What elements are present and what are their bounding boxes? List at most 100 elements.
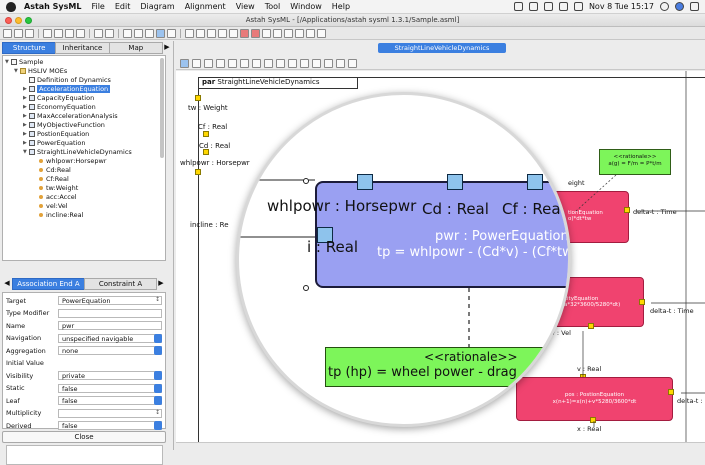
property-dropdown[interactable]: unspecified navigable	[58, 333, 162, 343]
block-port[interactable]	[639, 299, 645, 305]
tree-item[interactable]: ▶PowerEquation	[23, 139, 85, 147]
rationale-note[interactable]: <<rationale>> tp (hp) = wheel power - dr…	[325, 347, 568, 387]
tab-scroll-right-icon[interactable]: ▶	[164, 43, 170, 51]
minimize-window-button[interactable]	[15, 17, 22, 24]
connector-tool-icon[interactable]	[264, 58, 273, 68]
param-port[interactable]	[195, 95, 201, 101]
expand-toggle-icon[interactable]: ▼	[5, 59, 9, 65]
volume-icon[interactable]	[558, 2, 568, 11]
tree-item[interactable]: tw:Weight	[32, 184, 78, 192]
tree-item[interactable]: incline:Real	[32, 211, 83, 219]
line-style-icon[interactable]	[262, 28, 271, 38]
style-icon[interactable]	[229, 28, 238, 38]
wifi-icon[interactable]	[543, 2, 553, 11]
format-icon[interactable]	[306, 28, 315, 38]
tab-inheritance[interactable]: Inheritance	[55, 42, 110, 54]
cd-port[interactable]	[447, 174, 463, 190]
part-tool-icon[interactable]	[216, 58, 225, 68]
new-icon[interactable]	[3, 28, 12, 38]
pen-tool-icon[interactable]	[336, 58, 345, 68]
tree-item[interactable]: ▶PostionEquation	[23, 130, 89, 138]
tree-item[interactable]: ▼StraightLineVehicleDynamics	[23, 148, 132, 156]
clock[interactable]: Nov 8 Tue 15:17	[588, 2, 654, 11]
property-input[interactable]: pwr	[58, 321, 162, 330]
distribute-icon[interactable]	[207, 28, 216, 38]
menu-window[interactable]: Window	[290, 2, 322, 11]
tree-item[interactable]: ▶MyObjectiveFunction	[23, 121, 105, 129]
param-port[interactable]	[203, 131, 209, 137]
connector-icon[interactable]	[317, 28, 326, 38]
zoom-window-button[interactable]	[25, 17, 32, 24]
save-icon[interactable]	[25, 28, 34, 38]
pan-tool-icon[interactable]	[192, 58, 201, 68]
tree-item[interactable]: acc:Accel	[32, 193, 77, 201]
property-dropdown[interactable]	[58, 408, 162, 418]
arrange-icon[interactable]	[284, 28, 293, 38]
paste-icon[interactable]	[65, 28, 74, 38]
block-port[interactable]	[668, 389, 674, 395]
block-port[interactable]	[590, 417, 596, 423]
text-tool-icon[interactable]	[276, 58, 285, 68]
tree-item[interactable]: Cf:Real	[32, 175, 69, 183]
property-dropdown[interactable]: false	[58, 396, 162, 405]
expand-toggle-icon[interactable]: ▶	[23, 104, 27, 110]
expand-toggle-icon[interactable]: ▶	[23, 122, 27, 128]
select-tool-icon[interactable]	[180, 58, 189, 68]
expand-toggle-icon[interactable]: ▶	[23, 131, 27, 137]
expand-toggle-icon[interactable]: ▶	[23, 113, 27, 119]
search-icon[interactable]	[660, 2, 669, 11]
delete-icon[interactable]	[76, 28, 85, 38]
tree-item[interactable]: ▶MaxAccelerationAnalysis	[23, 112, 118, 120]
tree-scrollbar[interactable]	[160, 58, 164, 158]
block-tool-icon[interactable]	[204, 58, 213, 68]
tree-item[interactable]: ▶CapacityEquation	[23, 94, 94, 102]
tree-item[interactable]: ▼HSLIV MOEs	[14, 67, 67, 75]
align-icon[interactable]	[196, 28, 205, 38]
menu-help[interactable]: Help	[331, 2, 351, 11]
siri-icon[interactable]	[675, 2, 684, 11]
menu-file[interactable]: File	[91, 2, 105, 11]
property-dropdown[interactable]: false	[58, 421, 162, 430]
power-equation-block[interactable]: whlpowr : Horsepwr Cd : Real Cf : Real i…	[267, 174, 568, 288]
line-tool-icon[interactable]	[300, 58, 309, 68]
menu-view[interactable]: View	[235, 2, 255, 11]
close-window-button[interactable]	[5, 17, 12, 24]
block-port[interactable]	[624, 207, 630, 213]
menu-diagram[interactable]: Diagram	[140, 2, 175, 11]
property-dropdown[interactable]: PowerEquation	[58, 296, 162, 305]
constraint-tool-icon[interactable]	[228, 58, 237, 68]
tree-item[interactable]: Definition of Dynamics	[23, 76, 111, 84]
menu-tool[interactable]: Tool	[264, 2, 281, 11]
fill-color-icon[interactable]	[240, 28, 249, 38]
cut-icon[interactable]	[43, 28, 52, 38]
list-icon[interactable]	[690, 2, 699, 11]
tree-item[interactable]: whlpowr:Horsepwr	[32, 157, 106, 165]
undo-icon[interactable]	[94, 28, 103, 38]
whlpowr-port[interactable]	[357, 174, 373, 190]
battery-icon[interactable]	[573, 2, 583, 11]
expand-toggle-icon[interactable]: ▼	[23, 149, 27, 155]
expand-toggle-icon[interactable]: ▶	[23, 140, 27, 146]
zoom-in-icon[interactable]	[123, 28, 132, 38]
tab-association-end-a[interactable]: Association End A	[12, 278, 85, 290]
font-color-icon[interactable]	[251, 28, 260, 38]
property-dropdown[interactable]: none	[58, 346, 162, 355]
tab-structure[interactable]: Structure	[2, 42, 57, 54]
property-input[interactable]	[58, 308, 162, 318]
tree-item[interactable]: ▼Sample	[5, 58, 43, 66]
zoom-fit-icon[interactable]	[145, 28, 154, 38]
open-icon[interactable]	[14, 28, 23, 38]
tree-item[interactable]: Cd:Real	[32, 166, 71, 174]
cf-port[interactable]	[527, 174, 543, 190]
tree-item[interactable]: ▶EconomyEquation	[23, 103, 96, 111]
expand-toggle-icon[interactable]: ▶	[23, 95, 27, 101]
status-icon[interactable]	[513, 2, 523, 11]
tree-item[interactable]: ▶AccelerationEquation	[23, 85, 111, 93]
copy-icon[interactable]	[54, 28, 63, 38]
tab-scroll-left-icon[interactable]: ◀	[4, 279, 10, 287]
image-export-icon[interactable]	[156, 28, 165, 38]
layout-icon[interactable]	[218, 28, 227, 38]
menu-edit[interactable]: Edit	[114, 2, 131, 11]
connector-handle[interactable]	[303, 178, 309, 184]
